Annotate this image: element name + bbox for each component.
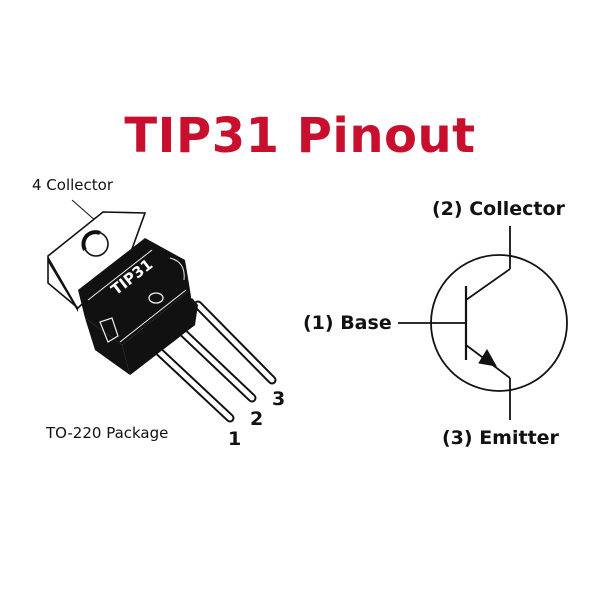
pin-number-1: 1 — [228, 428, 242, 450]
tab-collector-label: 4 Collector — [32, 176, 113, 194]
lead-pin-1 — [147, 340, 235, 423]
lead-pin-2 — [170, 320, 257, 403]
pin-number-3: 3 — [272, 388, 286, 410]
package-name-label: TO-220 Package — [46, 424, 169, 442]
emitter-label: (3) Emitter — [442, 427, 559, 449]
collector-label: (2) Collector — [432, 198, 565, 220]
pin-number-2: 2 — [250, 408, 264, 430]
collector-arm — [465, 268, 511, 301]
lead-pin-3 — [193, 300, 277, 385]
base-label: (1) Base — [303, 312, 392, 334]
emitter-arrow-icon — [478, 349, 497, 367]
tab-leader-line — [71, 199, 98, 223]
npn-transistor-symbol — [398, 226, 568, 420]
page-title: TIP31 Pinout — [124, 108, 476, 164]
